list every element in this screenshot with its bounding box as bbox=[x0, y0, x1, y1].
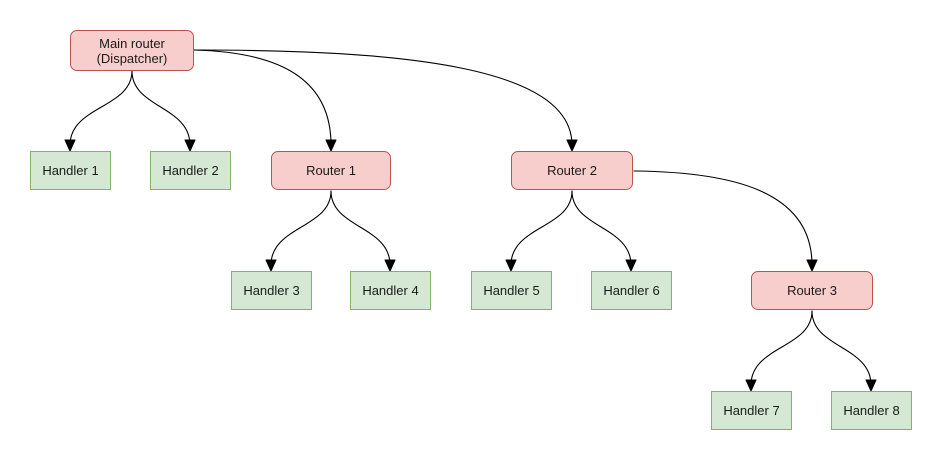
node-label-handler-7: Handler 7 bbox=[723, 403, 780, 418]
edge-router-1-to-handler-4-arrowhead-icon bbox=[384, 259, 396, 272]
edge-router-1-to-handler-4 bbox=[330, 190, 396, 272]
node-handler-1[interactable]: Handler 1 bbox=[30, 151, 111, 190]
edge-router-2-to-handler-5-line bbox=[510, 190, 573, 266]
edge-router-1-to-handler-3-line bbox=[270, 190, 332, 266]
edge-main-to-router-1-arrowhead-icon bbox=[325, 139, 337, 152]
edge-router-3-to-handler-7-line bbox=[750, 310, 813, 386]
node-label-handler-2: Handler 2 bbox=[162, 163, 219, 178]
edge-main-to-handler-1 bbox=[64, 70, 133, 152]
edge-router-3-to-handler-8 bbox=[811, 310, 877, 392]
node-handler-3[interactable]: Handler 3 bbox=[231, 271, 312, 310]
edge-main-to-router-1 bbox=[193, 49, 337, 152]
edge-main-to-handler-2-arrowhead-icon bbox=[184, 139, 196, 152]
node-label-handler-5: Handler 5 bbox=[483, 283, 540, 298]
node-label-main-router: Main router (Dispatcher) bbox=[96, 35, 168, 66]
edge-router-3-to-handler-7 bbox=[745, 310, 813, 392]
edge-main-to-router-1-line bbox=[193, 49, 332, 146]
edge-router-2-to-handler-6-arrowhead-icon bbox=[625, 259, 637, 272]
edge-router-3-to-handler-8-line bbox=[811, 310, 872, 386]
node-main-router[interactable]: Main router (Dispatcher) bbox=[70, 30, 194, 71]
edge-router-1-to-handler-4-line bbox=[330, 190, 391, 266]
edge-main-to-handler-1-arrowhead-icon bbox=[64, 139, 76, 152]
node-label-router-1: Router 1 bbox=[306, 163, 356, 178]
edge-router-1-to-handler-3 bbox=[265, 190, 332, 272]
node-label-handler-3: Handler 3 bbox=[243, 283, 300, 298]
node-handler-4[interactable]: Handler 4 bbox=[350, 271, 431, 310]
edge-main-to-handler-2 bbox=[131, 70, 196, 152]
edge-router-3-to-handler-8-arrowhead-icon bbox=[865, 379, 877, 392]
node-label-handler-6: Handler 6 bbox=[603, 283, 660, 298]
node-handler-2[interactable]: Handler 2 bbox=[150, 151, 231, 190]
edge-router-2-to-handler-6-line bbox=[571, 190, 632, 266]
edge-router-2-to-handler-5-arrowhead-icon bbox=[505, 259, 517, 272]
node-label-handler-1: Handler 1 bbox=[42, 163, 99, 178]
edge-main-to-router-2-arrowhead-icon bbox=[566, 139, 578, 152]
edge-router-2-to-router-3-arrowhead-icon bbox=[806, 259, 818, 272]
edge-router-1-to-handler-3-arrowhead-icon bbox=[265, 259, 277, 272]
edge-router-2-to-handler-5 bbox=[505, 190, 573, 272]
edge-main-to-handler-1-line bbox=[69, 70, 133, 146]
node-label-handler-4: Handler 4 bbox=[362, 283, 419, 298]
edge-router-2-to-handler-6 bbox=[571, 190, 637, 272]
edge-main-to-router-2-line bbox=[193, 49, 573, 146]
node-router-1[interactable]: Router 1 bbox=[271, 151, 391, 190]
edges-group bbox=[64, 49, 877, 392]
node-label-router-3: Router 3 bbox=[787, 283, 837, 298]
node-handler-7[interactable]: Handler 7 bbox=[711, 391, 792, 430]
node-handler-8[interactable]: Handler 8 bbox=[831, 391, 912, 430]
edge-main-to-router-2 bbox=[193, 49, 578, 152]
node-label-router-2: Router 2 bbox=[547, 163, 597, 178]
edge-router-3-to-handler-7-arrowhead-icon bbox=[745, 379, 757, 392]
node-handler-5[interactable]: Handler 5 bbox=[471, 271, 552, 310]
edge-main-to-handler-2-line bbox=[131, 70, 191, 146]
edge-router-2-to-router-3 bbox=[633, 170, 818, 272]
node-router-2[interactable]: Router 2 bbox=[511, 151, 633, 190]
node-router-3[interactable]: Router 3 bbox=[751, 271, 873, 310]
edge-router-2-to-router-3-line bbox=[633, 170, 813, 266]
node-label-handler-8: Handler 8 bbox=[843, 403, 900, 418]
node-handler-6[interactable]: Handler 6 bbox=[591, 271, 672, 310]
